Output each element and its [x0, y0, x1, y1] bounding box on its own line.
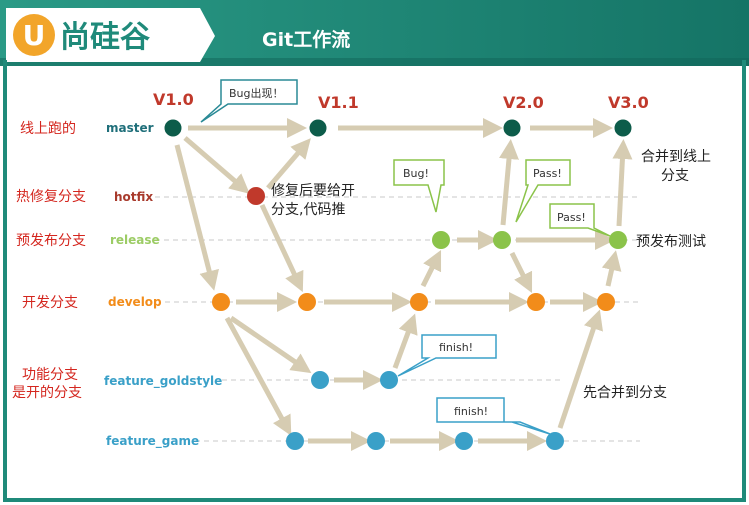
version-v1-1: V1.1: [318, 93, 359, 112]
version-v2-0: V2.0: [503, 93, 544, 112]
svg-text:Pass!: Pass!: [533, 167, 562, 180]
callout-bug-found: Bug出现！: [200, 79, 298, 123]
node-release-3: [609, 231, 627, 249]
logo-text: 尚硅谷: [60, 20, 150, 55]
svg-text:Bug!: Bug!: [403, 167, 429, 180]
row-desc-release: 预发布分支: [16, 233, 86, 249]
commit-nodes: [163, 118, 633, 450]
callout-pass-2: Pass!: [549, 203, 611, 237]
version-v3-0: V3.0: [608, 93, 649, 112]
note-prerelease-test: 预发布测试: [636, 234, 706, 250]
note-merge-first: 先合并到分支: [583, 385, 667, 401]
node-master-v2-0: [502, 118, 522, 138]
page-title: Git工作流: [262, 28, 350, 51]
node-develop-4: [527, 293, 545, 311]
node-game-2: [367, 432, 385, 450]
row-desc-master: 线上跑的: [20, 121, 76, 137]
node-develop-1: [212, 293, 230, 311]
callout-finish-2: finish!: [436, 397, 551, 435]
branch-label-develop: develop: [108, 295, 162, 309]
node-hotfix: [247, 187, 265, 205]
svg-text:finish!: finish!: [454, 405, 488, 418]
node-develop-2: [298, 293, 316, 311]
branch-label-feature-game: feature_game: [106, 434, 199, 449]
note-merge-line2: 分支: [661, 168, 689, 184]
branch-label-feature-goldstyle: feature_goldstyle: [104, 374, 222, 389]
note-hotfix-line1: 修复后要给开: [271, 182, 355, 199]
branch-label-release: release: [110, 233, 160, 247]
node-master-v3-0: [613, 118, 633, 138]
callout-pass-1: Pass!: [515, 159, 571, 223]
node-master-v1-0: [163, 118, 183, 138]
callout-finish-1: finish!: [397, 334, 497, 377]
node-game-1: [286, 432, 304, 450]
row-desc-develop: 开发分支: [22, 295, 78, 311]
row-desc-hotfix: 热修复分支: [16, 188, 86, 205]
node-release-2: [493, 231, 511, 249]
annotations: 修复后要给开 分支,代码推 合并到线上 分支 预发布测试 先合并到分支: [271, 149, 711, 401]
version-labels: V1.0 V1.1 V2.0 V3.0: [153, 90, 649, 112]
note-hotfix-line2: 分支,代码推: [271, 202, 345, 218]
svg-text:Bug出现！: Bug出现！: [229, 86, 284, 100]
node-develop-5: [597, 293, 615, 311]
row-desc-feature-line1: 功能分支: [22, 367, 78, 383]
node-master-v1-1: [308, 118, 328, 138]
callout-bug: Bug!: [393, 159, 445, 213]
note-merge-line1: 合并到线上: [641, 149, 711, 165]
logo-badge: [13, 14, 55, 56]
node-goldstyle-2: [380, 371, 398, 389]
frame-border: [3, 60, 746, 502]
row-descriptions: 线上跑的 热修复分支 预发布分支 开发分支 功能分支 是开的分支: [12, 121, 86, 401]
logo-plate: [6, 8, 215, 62]
version-v1-0: V1.0: [153, 90, 194, 109]
node-release-1: [432, 231, 450, 249]
logo-letter: U: [23, 19, 46, 52]
node-develop-3: [410, 293, 428, 311]
svg-text:finish!: finish!: [439, 341, 473, 354]
row-desc-feature-line2: 是开的分支: [12, 385, 82, 401]
svg-text:Pass!: Pass!: [557, 211, 586, 224]
branch-label-hotfix: hotfix: [114, 190, 153, 204]
node-game-4: [546, 432, 564, 450]
branch-label-master: master: [106, 121, 154, 135]
node-game-3: [455, 432, 473, 450]
node-goldstyle-1: [311, 371, 329, 389]
branch-labels: master hotfix release develop feature_go…: [104, 121, 222, 449]
flow-arrows: [174, 118, 633, 451]
